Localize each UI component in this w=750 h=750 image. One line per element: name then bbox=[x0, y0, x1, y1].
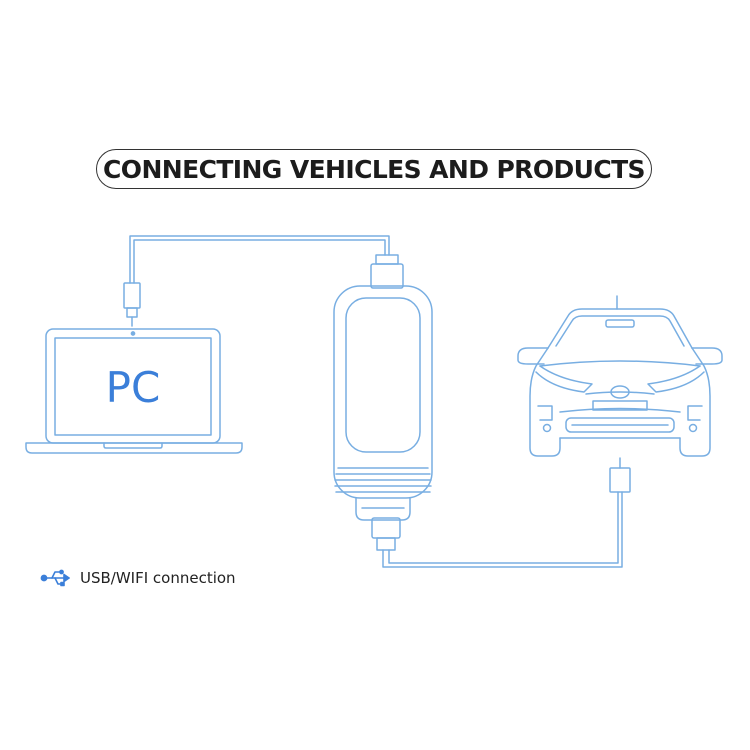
legend-icon-spacer bbox=[40, 566, 72, 590]
legend: USB/WIFI connection bbox=[40, 566, 236, 590]
usb-icon bbox=[40, 569, 70, 587]
obd-cable bbox=[371, 457, 631, 568]
legend-label: USB/WIFI connection bbox=[80, 569, 236, 587]
car-icon bbox=[517, 295, 723, 457]
interface-top-connector bbox=[370, 254, 404, 289]
usb-cable bbox=[123, 235, 390, 327]
obd-interface-icon bbox=[333, 285, 433, 521]
page-title: CONNECTING VEHICLES AND PRODUCTS bbox=[103, 154, 646, 184]
pc-label: PC bbox=[106, 363, 161, 412]
title-pill: CONNECTING VEHICLES AND PRODUCTS bbox=[96, 149, 652, 189]
laptop-icon bbox=[25, 328, 243, 454]
